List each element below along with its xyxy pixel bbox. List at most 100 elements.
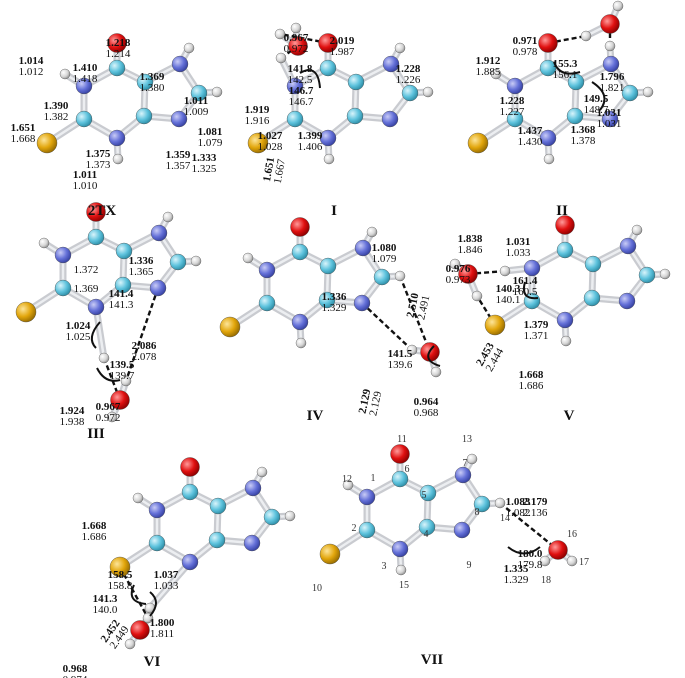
atom-hydrogen xyxy=(499,265,511,277)
atom-number: 17 xyxy=(579,557,589,568)
value-secondary: 0.972 xyxy=(284,43,309,55)
atom-hydrogen xyxy=(490,68,502,80)
value-secondary: 156.1 xyxy=(553,69,578,81)
value-primary: 1.800 xyxy=(150,617,175,629)
atom-nitrogen xyxy=(618,292,636,310)
value-secondary: 1.012 xyxy=(19,66,44,78)
value-primary: 0.976 xyxy=(446,263,471,275)
atom-nitrogen xyxy=(601,110,619,128)
value-primary: 139.5 xyxy=(110,359,135,371)
value-primary: 141.8 xyxy=(288,63,313,75)
molecule-v xyxy=(449,215,671,347)
value-primary: 2.179 xyxy=(523,496,548,508)
atom-nitrogen xyxy=(243,534,261,552)
value-label: 1.369 xyxy=(74,283,99,295)
atom-number: 12 xyxy=(342,474,352,485)
value-secondary: 1.373 xyxy=(86,159,111,171)
value-primary: 0.964 xyxy=(414,396,439,408)
value-primary: 1.228 xyxy=(500,95,525,107)
value-secondary: 146.7 xyxy=(289,96,314,108)
hydrogen-bond xyxy=(398,275,432,353)
value-primary: 0.968 xyxy=(63,663,88,675)
value-secondary: 1.372 xyxy=(74,264,99,276)
atom-nitrogen xyxy=(148,501,166,519)
atom-hydrogen xyxy=(566,555,578,567)
angle-arc xyxy=(149,591,157,617)
atom-carbon xyxy=(401,84,419,102)
atom-hydrogen xyxy=(494,497,506,509)
value-primary: 1.336 xyxy=(129,255,154,267)
value-primary: 2.019 xyxy=(330,35,355,47)
atom-sulfur xyxy=(247,132,269,154)
value-primary: 141.3 xyxy=(93,593,118,605)
molecule-iv xyxy=(219,217,442,378)
value-primary: 1.912 xyxy=(476,55,501,67)
panel-label-iii: III xyxy=(87,426,105,442)
atom-nitrogen xyxy=(54,246,72,264)
atom-carbon xyxy=(621,84,639,102)
angle-arc xyxy=(591,81,606,111)
panel-label-ii: II xyxy=(556,203,568,219)
value-primary: 146.7 xyxy=(289,85,314,97)
hydrogen-bond xyxy=(499,502,559,551)
value-primary: 1.838 xyxy=(458,233,483,245)
atom-hydrogen xyxy=(132,492,144,504)
value-secondary: 1.082 xyxy=(506,507,531,519)
hydrogen-bond xyxy=(124,287,160,382)
atom-number: 8 xyxy=(475,507,480,518)
atom-oxygen xyxy=(538,33,558,53)
value-secondary: 1.667 xyxy=(272,158,288,185)
atom-sulfur xyxy=(484,314,506,336)
atom-hydrogen xyxy=(106,411,118,423)
value-primary: 1.651 xyxy=(261,156,277,182)
atom-hydrogen xyxy=(406,344,418,356)
value-secondary: 1.329 xyxy=(504,574,529,586)
value-primary: 1.335 xyxy=(504,563,529,575)
value-secondary: 1.031 xyxy=(597,118,622,130)
atom-carbon xyxy=(318,291,336,309)
value-secondary: 158.8 xyxy=(108,580,133,592)
value-secondary: 1.668 xyxy=(11,133,36,145)
atom-hydrogen xyxy=(631,224,643,236)
atom-carbon xyxy=(169,253,187,271)
atom-nitrogen xyxy=(291,313,309,331)
value-primary: 1.390 xyxy=(44,100,69,112)
atom-nitrogen xyxy=(454,466,472,484)
value-primary: 1.081 xyxy=(198,126,223,138)
molecule-vi xyxy=(109,457,296,650)
atom-number: 1 xyxy=(371,473,376,484)
value-primary: 155.3 xyxy=(553,58,578,70)
atom-carbon xyxy=(391,470,409,488)
atom-carbon xyxy=(566,107,584,125)
angle-arc xyxy=(427,345,441,367)
molecule-vii xyxy=(319,444,578,576)
value-primary: 2.510 xyxy=(405,292,422,319)
value-secondary: 1.369 xyxy=(74,283,99,295)
value-secondary: 0.974 xyxy=(63,674,88,678)
atom-carbon xyxy=(135,107,153,125)
atom-number: 16 xyxy=(567,529,577,540)
atom-carbon xyxy=(136,73,154,91)
value-primary: 1.228 xyxy=(396,63,421,75)
value-secondary: 2.136 xyxy=(523,507,548,519)
value-primary: 1.011 xyxy=(73,169,97,181)
atom-nitrogen xyxy=(523,259,541,277)
atom-oxygen xyxy=(130,620,150,640)
atom-carbon xyxy=(286,110,304,128)
angle-arc xyxy=(90,321,101,349)
value-primary: 1.359 xyxy=(166,149,191,161)
